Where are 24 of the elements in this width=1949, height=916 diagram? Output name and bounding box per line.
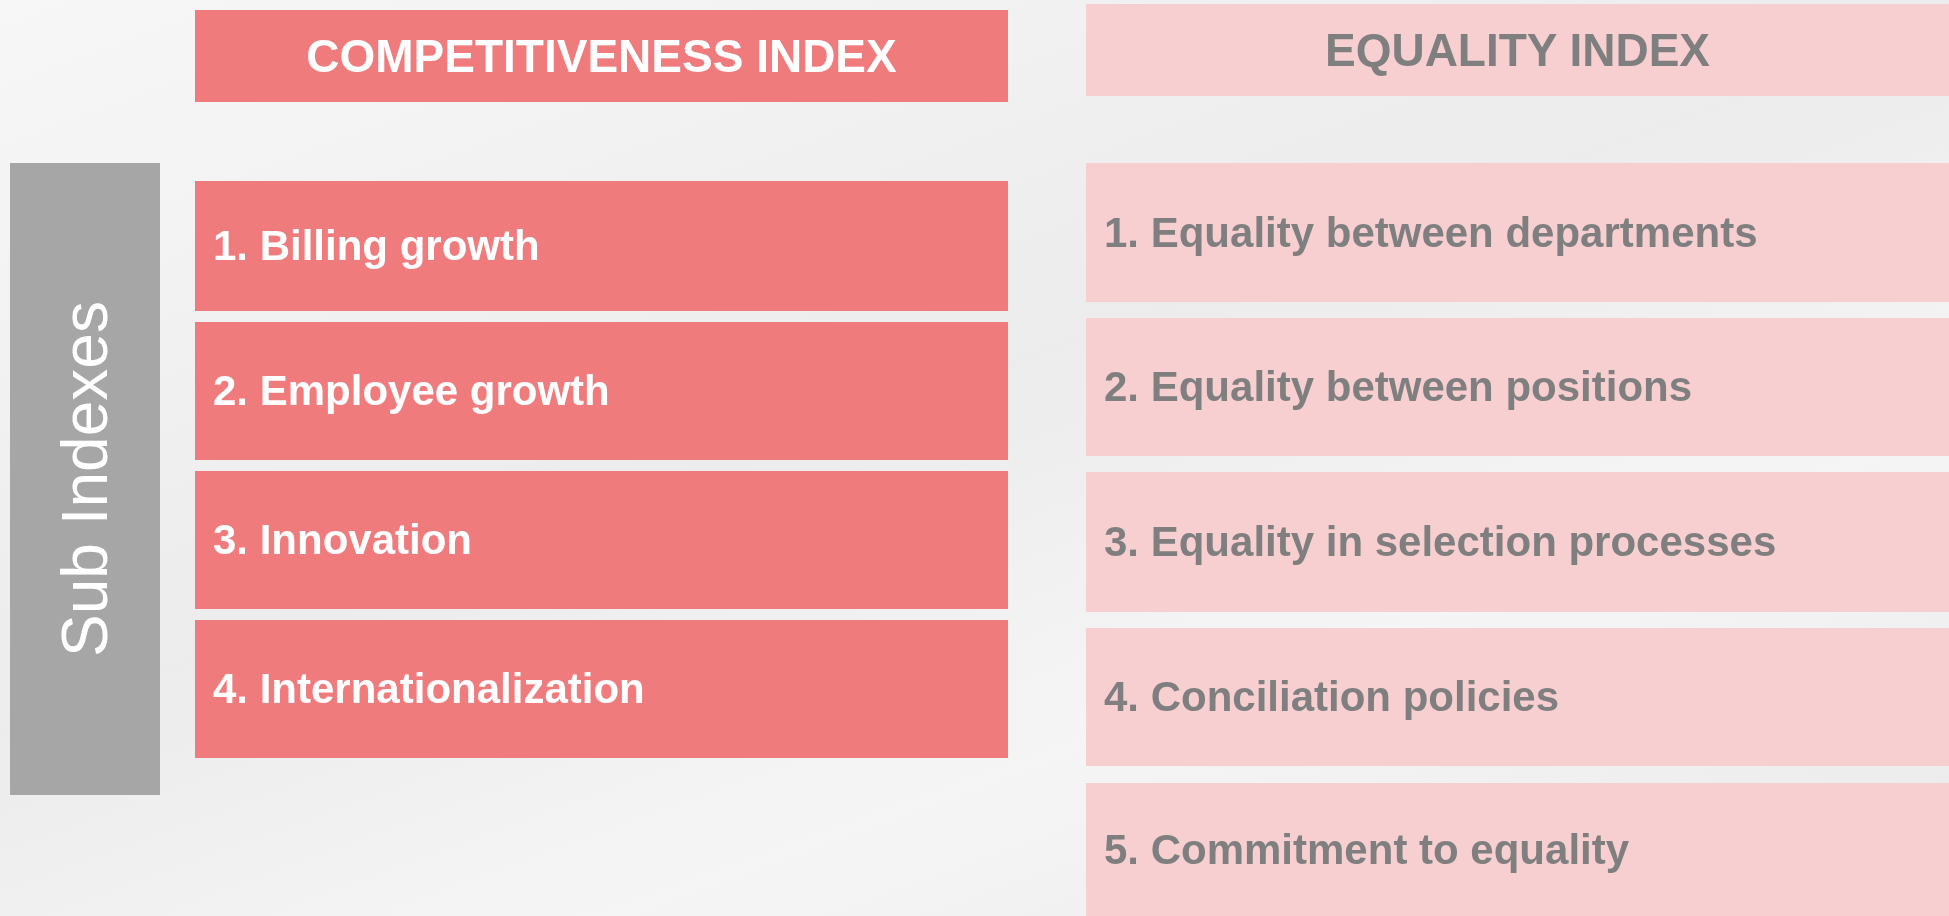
item-label: 4. Internationalization: [213, 665, 645, 713]
item-bar: [195, 620, 1008, 758]
item-label: 5. Commitment to equality: [1104, 825, 1630, 874]
side-bar: [10, 163, 160, 795]
item-bar: [195, 181, 1008, 311]
item-label: 1. Equality between departments: [1104, 208, 1758, 257]
item-label: 3. Equality in selection processes: [1104, 518, 1777, 566]
item-bar: [1086, 472, 1949, 612]
item-bar: [1086, 163, 1949, 302]
item-bar: [1086, 783, 1949, 916]
header-bar: [1086, 4, 1949, 96]
header-title: COMPETITIVENESS INDEX: [306, 29, 897, 83]
item-bar: [1086, 628, 1949, 766]
item-label: 4. Conciliation policies: [1104, 673, 1560, 721]
item-bar: [195, 322, 1008, 460]
item-bar: [1086, 318, 1949, 456]
item-label: 1. Billing growth: [213, 222, 540, 270]
side-label: Sub Indexes: [48, 301, 122, 657]
item-bar: [195, 471, 1008, 609]
item-label: 2. Equality between positions: [1104, 363, 1693, 411]
header-title: EQUALITY INDEX: [1324, 23, 1711, 77]
item-label: 2. Employee growth: [213, 367, 610, 415]
item-label: 3. Innovation: [213, 516, 472, 564]
header-bar: [195, 10, 1008, 102]
